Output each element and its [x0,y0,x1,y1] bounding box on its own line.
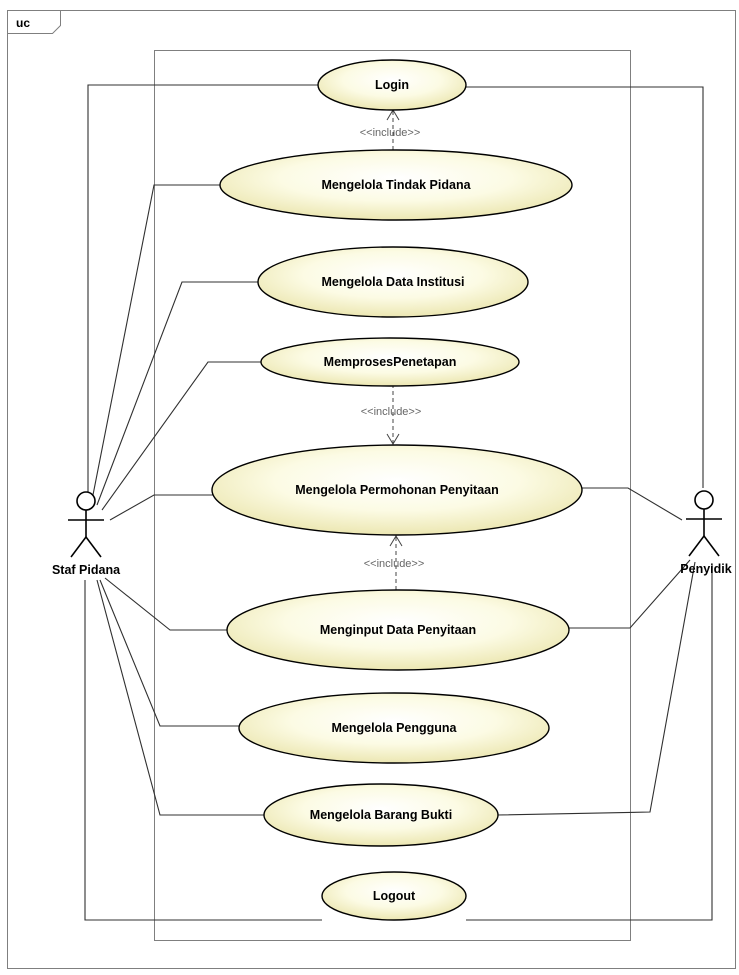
frame-tag: uc [16,16,30,30]
use-case-mengelola-pengguna[interactable]: Mengelola Pengguna [238,692,550,764]
assoc-staf-menginput [104,577,228,631]
use-case-mengelola-tindak-pidana[interactable]: Mengelola Tindak Pidana [219,149,573,221]
assoc-penyidik-permohonan [582,487,683,521]
include-dependencies: <<include>> <<include>> <<include>> [360,109,425,590]
include-label-login: <<include>> [360,127,421,139]
use-case-mengelola-barang-bukti[interactable]: Mengelola Barang Bukti [263,783,499,847]
include-arrowhead-permohonan [386,433,400,445]
actor-name-staf-pidana: Staf Pidana [52,563,121,577]
assoc-staf-pengguna [99,579,240,727]
include-label-memproses: <<include>> [361,406,422,418]
use-case-label: Login [375,78,409,92]
use-case-label: Mengelola Permohonan Penyitaan [295,483,499,497]
assoc-staf-memproses [101,361,262,511]
use-case-menginput-data-penyitaan[interactable]: Menginput Data Penyitaan [226,589,570,671]
assoc-penyidik-logout [466,565,713,921]
include-arrowhead-menginput [389,535,403,547]
use-case-memproses-penetapan[interactable]: MemprosesPenetapan [260,337,520,387]
stick-figure-icon [68,491,104,558]
frame-tag-box [7,10,61,34]
staf-pidana-associations [84,84,322,921]
use-case-mengelola-data-institusi[interactable]: Mengelola Data Institusi [257,246,529,318]
actor-penyidik[interactable]: Penyidik [680,490,732,576]
stick-figure-icon [686,490,722,557]
use-case-label: Logout [373,889,416,903]
use-case-label: Menginput Data Penyitaan [320,623,476,637]
include-label-menginput: <<include>> [364,558,425,570]
use-case-logout[interactable]: Logout [321,871,467,921]
assoc-staf-login [87,84,318,495]
use-case-label: MemprosesPenetapan [324,355,457,369]
use-case-label: Mengelola Tindak Pidana [321,178,471,192]
assoc-staf-tindak-pidana [91,184,220,501]
assoc-penyidik-login [466,86,704,488]
penyidik-associations [466,86,713,921]
assoc-staf-barang-bukti [96,579,264,816]
assoc-penyidik-barang-bukti [496,561,696,816]
actor-name-penyidik: Penyidik [680,562,731,576]
assoc-penyidik-menginput [569,559,691,629]
actor-staf-pidana[interactable]: Staf Pidana [52,491,121,577]
assoc-staf-logout [84,580,322,921]
assoc-staf-permohonan [109,494,213,521]
use-case-label: Mengelola Pengguna [331,721,457,735]
use-case-label: Mengelola Data Institusi [321,275,464,289]
assoc-staf-data-institusi [96,281,258,506]
use-case-label: Mengelola Barang Bukti [310,808,452,822]
use-case-login[interactable]: Login [317,59,467,111]
use-case-mengelola-permohonan-penyitaan[interactable]: Mengelola Permohonan Penyitaan [211,444,583,536]
outer-frame [7,10,736,969]
